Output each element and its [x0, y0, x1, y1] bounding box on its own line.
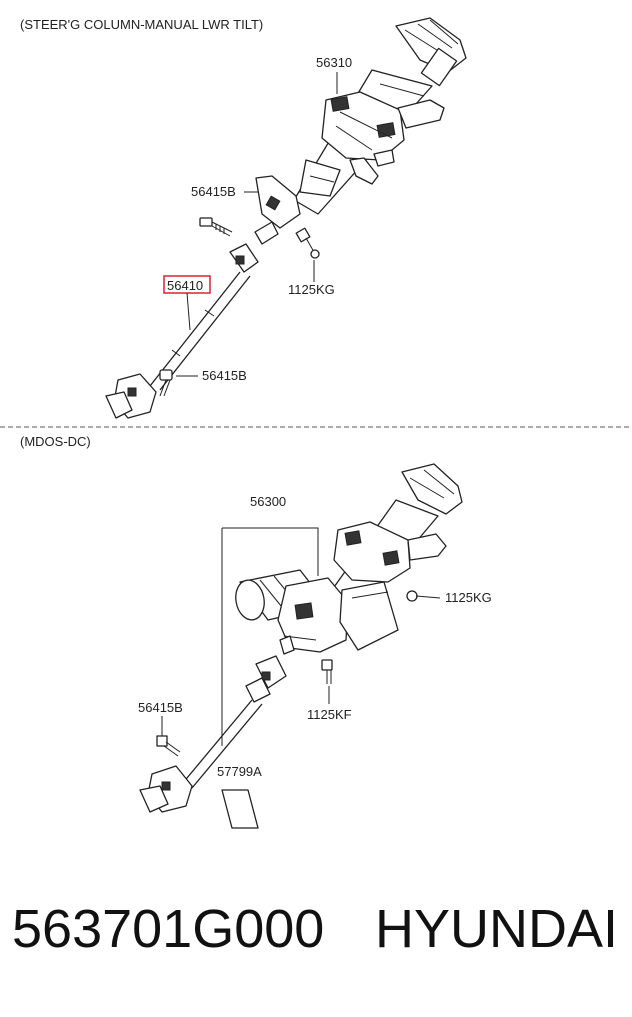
- bolt-1125kg-bottom: [406, 590, 441, 602]
- callout-56415b-upper: 56415B: [191, 184, 236, 199]
- bolt-56415b-upper: [199, 217, 233, 237]
- bolt-56415b-bottom: [156, 735, 181, 757]
- callout-bracket-56300: [221, 527, 319, 746]
- section-title-manual-tilt: (STEER'G COLUMN-MANUAL LWR TILT): [20, 17, 263, 32]
- intermediate-shaft-bottom: [139, 655, 287, 813]
- part-number: 563701G000: [12, 899, 325, 959]
- bolt-56415b-lower: [159, 369, 173, 397]
- callout-56310: 56310: [316, 55, 352, 70]
- brand-name: HYUNDAI: [374, 899, 618, 959]
- callout-56415b-bottom: 56415B: [138, 700, 183, 715]
- callout-57799a: 57799A: [217, 764, 262, 779]
- callout-1125kg-bottom: 1125KG: [445, 590, 492, 605]
- steering-column-56300: [235, 463, 463, 655]
- callout-56410: 56410: [167, 278, 203, 293]
- section-title-mdos-dc: (MDOS-DC): [20, 434, 91, 449]
- callout-1125kf: 1125KF: [307, 707, 352, 722]
- bolt-1125kg-top: [295, 227, 320, 259]
- callout-56415b-lower: 56415B: [202, 368, 247, 383]
- upper-universal-joint: [254, 175, 301, 245]
- parts-diagram: (STEER'G COLUMN-MANUAL LWR TILT) 56310 5…: [0, 17, 632, 829]
- label-57799a: [221, 789, 259, 829]
- callout-1125kg-top: 1125KG: [288, 282, 335, 297]
- steering-column-56310: [293, 17, 467, 215]
- callout-56300: 56300: [250, 494, 286, 509]
- intermediate-shaft-56410: [105, 243, 259, 419]
- bolt-1125kf: [321, 659, 333, 704]
